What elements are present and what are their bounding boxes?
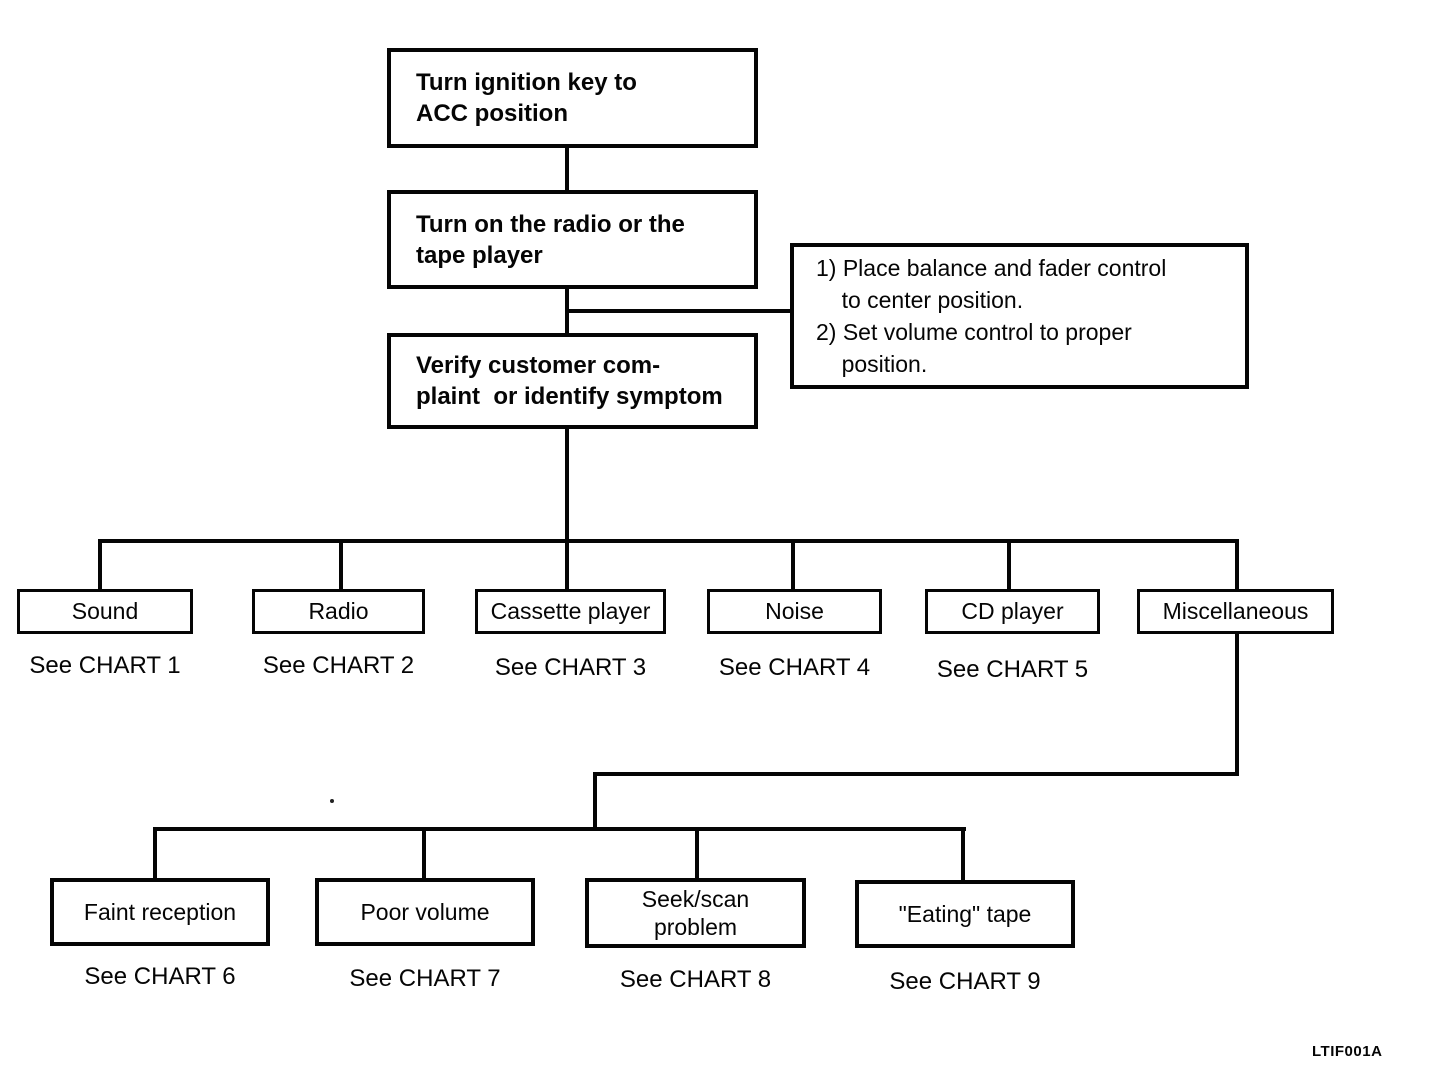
chart-ref-3: See CHART 3: [494, 654, 647, 681]
sub-box-seek-scan: Seek/scan problem: [585, 878, 806, 948]
sub-box-faint-reception: Faint reception: [50, 878, 270, 946]
chart-ref-6: See CHART 6: [84, 963, 236, 990]
chart-ref-4: See CHART 4: [718, 654, 871, 681]
branch-box-sound: Sound: [17, 589, 193, 634]
node-turn-ignition-key-label: Turn ignition key to ACC position: [416, 69, 637, 127]
sub-poor-volume-label: Poor volume: [360, 899, 490, 925]
branch-sound-label: Sound: [71, 598, 139, 624]
connector-note-branch: [567, 309, 791, 313]
branch-cassette-label: Cassette player: [490, 598, 651, 624]
branch-misc-label: Miscellaneous: [1162, 598, 1309, 624]
branch-box-radio: Radio: [252, 589, 425, 634]
node-turn-on-radio-label: Turn on the radio or the tape player: [416, 210, 685, 269]
node-turn-on-radio: Turn on the radio or the tape player: [387, 190, 758, 289]
connector-drop-faint: [153, 827, 157, 881]
connector-drop-radio: [339, 539, 343, 591]
chart-ref-8: See CHART 8: [619, 966, 772, 993]
branch-box-cd: CD player: [925, 589, 1100, 634]
connector-drop-eating: [961, 827, 965, 881]
connector-drop-cd: [1007, 539, 1011, 591]
sub-box-eating-tape: "Eating" tape: [855, 880, 1075, 948]
branch-box-misc: Miscellaneous: [1137, 589, 1334, 634]
connector-drop-misc: [1235, 539, 1239, 591]
node-turn-ignition-key: Turn ignition key to ACC position: [387, 48, 758, 148]
branch-box-cassette: Cassette player: [475, 589, 666, 634]
figure-code: LTIF001A: [1312, 1043, 1383, 1060]
node-verify-complaint-label: Verify customer com- plaint or identify …: [416, 352, 723, 410]
chart-ref-9: See CHART 9: [889, 968, 1041, 995]
scan-speck: [330, 799, 334, 803]
connector-drop-seek: [695, 827, 699, 881]
connector-drop-cassette: [565, 539, 569, 591]
sub-eating-tape-label: "Eating" tape: [898, 901, 1032, 927]
node-adjustment-note-label: 1) Place balance and fader control to ce…: [816, 255, 1167, 377]
connector-step1-step2: [565, 146, 569, 192]
connector-misc-down: [1235, 633, 1239, 776]
branch-cd-label: CD player: [961, 598, 1064, 624]
node-adjustment-note: 1) Place balance and fader control to ce…: [790, 243, 1249, 389]
connector-misc-elbow: [593, 772, 1239, 776]
connector-drop-noise: [791, 539, 795, 591]
sub-seek-scan-label: Seek/scan problem: [641, 886, 750, 940]
chart-ref-1: See CHART 1: [29, 652, 181, 679]
connector-drop-volume: [422, 827, 426, 881]
connector-drop-sound: [98, 539, 102, 591]
branch-radio-label: Radio: [308, 598, 369, 624]
chart-ref-2: See CHART 2: [262, 652, 415, 679]
branch-box-noise: Noise: [707, 589, 882, 634]
connector-sub-bus: [153, 827, 966, 831]
branch-noise-label: Noise: [765, 598, 824, 624]
chart-ref-5: See CHART 5: [936, 656, 1089, 683]
node-verify-complaint: Verify customer com- plaint or identify …: [387, 333, 758, 429]
connector-branch-bus: [98, 539, 1239, 543]
connector-misc-drop: [593, 772, 597, 830]
connector-step3-bus: [565, 427, 569, 543]
sub-faint-reception-label: Faint reception: [83, 899, 237, 925]
sub-box-poor-volume: Poor volume: [315, 878, 535, 946]
chart-ref-7: See CHART 7: [349, 965, 501, 992]
